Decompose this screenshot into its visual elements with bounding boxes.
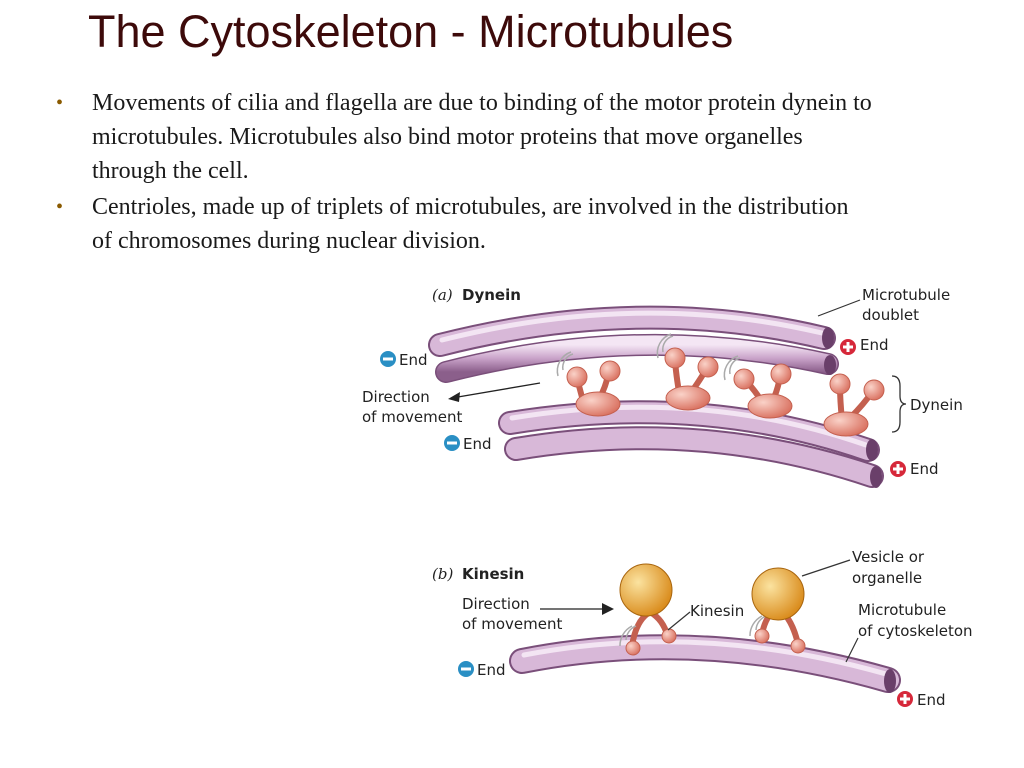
plus-end-bottom: End	[890, 460, 939, 478]
panel-a-name: Dynein	[462, 286, 521, 304]
panel-b-name: Kinesin	[462, 565, 524, 583]
vesicle-icon	[619, 563, 673, 617]
dynein-label: Dynein	[910, 396, 963, 414]
microtubule-doublet-label: Microtubule	[862, 286, 950, 304]
end-label: End	[860, 336, 889, 354]
bullet-text: Movements of cilia and flagella are due …	[92, 90, 872, 184]
dynein-motor	[664, 347, 719, 411]
panel-a-letter: (a)	[432, 286, 453, 304]
minus-end-b: End	[458, 661, 506, 679]
plus-end-b: End	[897, 691, 946, 709]
arrow-left-icon	[448, 392, 460, 402]
microtubule-cytoskeleton	[509, 634, 901, 693]
panel-a: (a) Dynein	[362, 286, 963, 488]
microtubule-cytoskeleton-label-2: of cytoskeleton	[858, 622, 973, 640]
vesicle-label: Vesicle or	[852, 548, 925, 566]
vesicle-icon	[751, 567, 805, 621]
microtubule-doublet-bottom	[498, 400, 884, 488]
direction-label-b: Direction	[462, 595, 530, 613]
panel-b: (b) Kinesin Vesicle or organelle	[432, 548, 973, 709]
microtubule-doublet-top	[428, 305, 839, 383]
slide-title: The Cytoskeleton - Microtubules	[88, 6, 734, 57]
plus-end-top: End	[840, 336, 889, 355]
end-label: End	[463, 435, 492, 453]
bullet-marker: •	[56, 196, 64, 218]
kinesin-label: Kinesin	[690, 602, 744, 620]
microtubule-cytoskeleton-label: Microtubule	[858, 601, 946, 619]
direction-label-b-2: of movement	[462, 615, 562, 633]
dynein-brace	[891, 375, 907, 433]
minus-end-bottom: End	[444, 435, 492, 453]
arrow-right-icon	[602, 603, 614, 615]
minus-end-top: End	[380, 351, 428, 369]
end-label: End	[477, 661, 506, 679]
bullet-item: • Centrioles, made up of triplets of mic…	[52, 190, 872, 258]
bullet-list: • Movements of cilia and flagella are du…	[52, 86, 872, 260]
bullet-item: • Movements of cilia and flagella are du…	[52, 86, 872, 188]
dynein-motor	[823, 373, 885, 437]
end-label: End	[399, 351, 428, 369]
end-label: End	[910, 460, 939, 478]
dynein-motor	[733, 363, 793, 419]
panel-b-letter: (b)	[432, 565, 453, 583]
bullet-marker: •	[56, 92, 64, 114]
microtubule-doublet-label-2: doublet	[862, 306, 919, 324]
end-label: End	[917, 691, 946, 709]
direction-label-a: Direction	[362, 388, 430, 406]
direction-label-a-2: of movement	[362, 408, 462, 426]
kinesin-vesicle-2	[749, 567, 806, 654]
vesicle-label-2: organelle	[852, 569, 922, 587]
kinesin-vesicle-1	[619, 563, 677, 656]
bullet-text: Centrioles, made up of triplets of micro…	[92, 194, 849, 254]
dynein-motor	[566, 360, 621, 417]
dynein-motors	[556, 333, 885, 437]
